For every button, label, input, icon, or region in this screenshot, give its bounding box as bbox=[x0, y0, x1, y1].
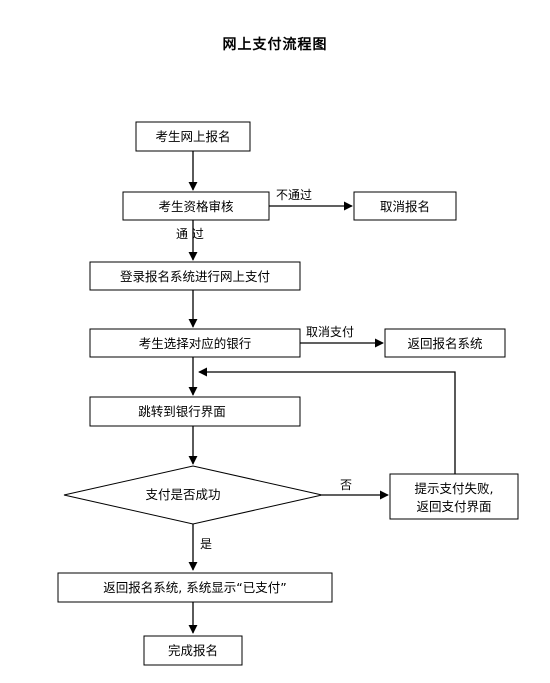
edge-label-not-pass: 不通过 bbox=[276, 188, 312, 202]
node-complete: 完成报名 bbox=[143, 635, 243, 666]
node-return-paid-label: 返回报名系统, 系统显示“已支付” bbox=[103, 580, 286, 595]
edge-label-cancel-pay: 取消支付 bbox=[306, 325, 354, 339]
node-return-system: 返回报名系统 bbox=[384, 328, 506, 358]
node-login-pay-label: 登录报名系统进行网上支付 bbox=[120, 269, 270, 284]
node-review: 考生资格审核 bbox=[122, 191, 270, 221]
node-prompt-fail-line1: 提示支付失败, bbox=[415, 481, 494, 496]
page-title: 网上支付流程图 bbox=[222, 37, 328, 53]
node-complete-label: 完成报名 bbox=[168, 643, 218, 658]
node-cancel-signup-label: 取消报名 bbox=[380, 199, 430, 214]
node-prompt-fail: 提示支付失败, 返回支付界面 bbox=[389, 473, 519, 520]
edge-retry-loop bbox=[198, 367, 456, 474]
node-redirect-bank-label: 跳转到银行界面 bbox=[138, 404, 226, 419]
node-prompt-fail-line2: 返回支付界面 bbox=[416, 499, 491, 514]
node-cancel-signup: 取消报名 bbox=[353, 191, 457, 221]
node-login-pay: 登录报名系统进行网上支付 bbox=[89, 261, 301, 291]
node-redirect-bank: 跳转到银行界面 bbox=[89, 396, 301, 427]
node-return-system-label: 返回报名系统 bbox=[407, 336, 482, 351]
node-choose-bank-label: 考生选择对应的银行 bbox=[139, 336, 252, 351]
node-review-label: 考生资格审核 bbox=[158, 199, 234, 214]
node-signup-label: 考生网上报名 bbox=[155, 129, 230, 144]
node-pay-success-decision: 支付是否成功 bbox=[63, 465, 323, 525]
edge-label-no: 否 bbox=[340, 478, 352, 492]
edge-label-pass: 通 过 bbox=[176, 227, 204, 241]
node-signup: 考生网上报名 bbox=[135, 121, 251, 152]
node-return-paid: 返回报名系统, 系统显示“已支付” bbox=[57, 572, 333, 603]
node-pay-success-label: 支付是否成功 bbox=[145, 487, 220, 502]
edge-label-yes: 是 bbox=[200, 537, 212, 551]
node-choose-bank: 考生选择对应的银行 bbox=[89, 328, 301, 358]
